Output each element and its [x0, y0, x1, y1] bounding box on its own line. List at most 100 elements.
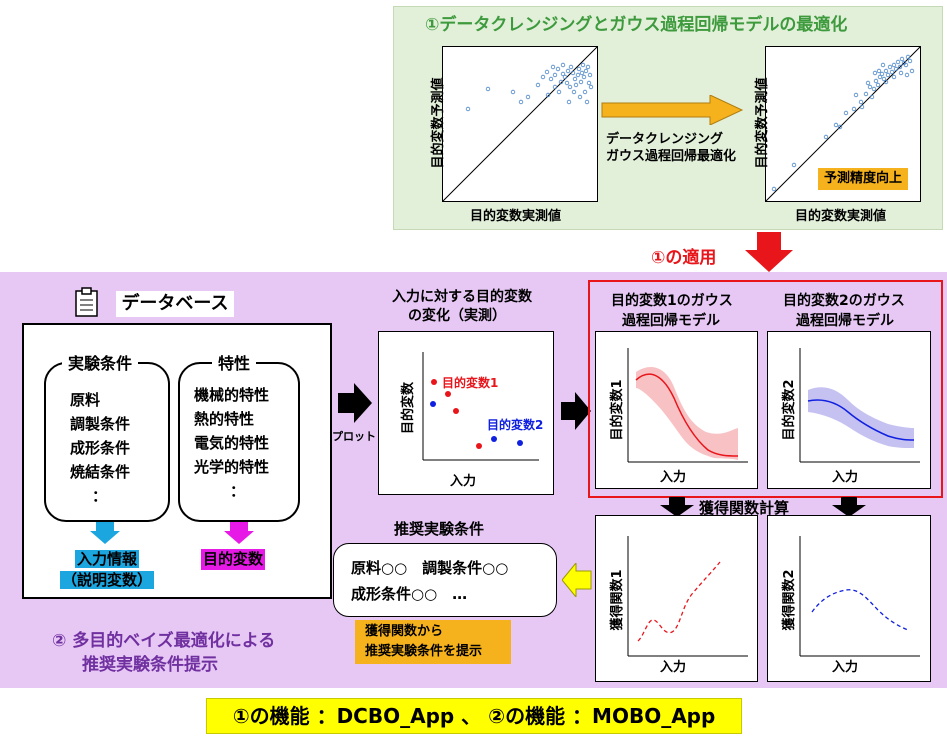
scatter-point [550, 64, 556, 70]
gp1-plot [595, 331, 758, 489]
scatter-point [560, 71, 566, 77]
scatter-point [873, 78, 879, 84]
output-down-arrow [224, 522, 254, 544]
recommend-note: 獲得関数から 推奨実験条件を提示 [355, 620, 511, 664]
scatter-point [898, 70, 904, 76]
before-xlabel: 目的変数実測値 [470, 209, 562, 224]
measured-xlabel: 入力 [450, 474, 477, 489]
footer-banner: ①の機能 ：DCBO_App 、 ②の機能 ：MOBO_App [206, 698, 742, 734]
scatter-point [535, 82, 541, 88]
before-ylabel: 目的変数予測値 [431, 77, 446, 169]
accuracy-badge: 予測精度向上 [818, 168, 908, 190]
plot-right-arrow [338, 383, 372, 423]
conditions-list [44, 362, 170, 522]
property-item: ： [230, 482, 246, 500]
scatter-point [465, 106, 471, 112]
gp2-svg [799, 348, 920, 463]
scatter-point [578, 79, 584, 85]
condition-item: 焼結条件 [70, 463, 131, 481]
gp1-svg [627, 348, 748, 463]
scatter-point [863, 91, 869, 97]
scatter-point [584, 99, 590, 105]
scatter-point [876, 68, 882, 74]
condition-item: 調製条件 [70, 415, 131, 433]
scatter-point [564, 80, 570, 86]
acq-calc-label: 獲得関数計算 [699, 499, 790, 517]
top-panel-title: ①データクレンジングとガウス過程回帰モデルの最適化 [425, 15, 848, 35]
property-item: 機械的特性 [194, 386, 270, 404]
scatter-point [579, 70, 585, 76]
scatter-point [555, 66, 561, 72]
scatter-point [583, 68, 589, 74]
acq-down-arrow-1 [660, 497, 694, 517]
gp1-xlabel: 入力 [660, 470, 687, 485]
acq1-xlabel: 入力 [660, 660, 687, 675]
mobo-caption-1: ② 多目的ベイズ最適化による [52, 631, 276, 651]
scatter-point [577, 94, 583, 100]
scatter-point [568, 64, 574, 70]
scatter-point [903, 62, 909, 68]
before-parity-svg [443, 47, 597, 201]
conditions-header: 実験条件 [62, 350, 139, 374]
scatter-point [875, 82, 881, 88]
scatter-point [907, 58, 913, 64]
scatter-point [905, 54, 911, 60]
scatter-point [843, 110, 849, 116]
acq2-plot [767, 515, 931, 682]
input-down-arrow [90, 522, 120, 544]
measured-plot [378, 331, 554, 495]
scatter-point [893, 66, 899, 72]
acq2-svg [799, 536, 920, 657]
scatter-point [851, 106, 857, 112]
scatter-point [865, 80, 871, 86]
clipboard-icon [75, 287, 98, 317]
scatter-point [891, 62, 897, 68]
scatter-point [552, 72, 558, 78]
gp2-title-1: 目的変数2のガウス [783, 293, 905, 309]
plot-arrow-label: プロット [332, 430, 376, 443]
recommend-line-2: 成形条件○○ … [351, 585, 468, 603]
scatter-point [585, 64, 591, 70]
measured-point [517, 440, 523, 446]
scatter-point [556, 89, 562, 95]
measured-point [491, 436, 497, 442]
scatter-point [545, 92, 551, 98]
measured-point [431, 379, 437, 385]
condition-item: ： [92, 487, 108, 505]
scatter-point [880, 62, 886, 68]
scatter-point [560, 62, 566, 68]
scatter-point [581, 74, 587, 80]
measured-point [476, 443, 482, 449]
scatter-point [887, 64, 893, 70]
output-label: 目的変数 [201, 549, 266, 570]
scatter-point [572, 76, 578, 82]
recommend-box [333, 543, 557, 617]
scatter-point [573, 82, 579, 88]
arrow-text-1: データクレンジング [606, 132, 724, 147]
condition-item: 原料 [70, 391, 101, 409]
scatter-point [518, 99, 524, 105]
scatter-point [576, 66, 582, 72]
gp1-title-2: 過程回帰モデル [622, 313, 720, 329]
scatter-point [586, 80, 592, 86]
acq2-xlabel: 入力 [832, 660, 859, 675]
measured-svg [422, 352, 539, 461]
before-parity-plot [442, 46, 598, 202]
properties-header: 特性 [212, 350, 257, 374]
arrow-text-2: ガウス過程回帰最適化 [606, 149, 737, 164]
cleansing-arrow [601, 95, 744, 125]
gp2-xlabel: 入力 [832, 470, 859, 485]
scatter-point [567, 84, 573, 90]
gp2-plot [767, 331, 931, 489]
scatter-point [869, 94, 875, 100]
mobo-caption-2: 推奨実験条件提示 [82, 655, 218, 675]
after-xlabel: 目的変数実測値 [795, 209, 887, 224]
recommend-line-1: 原料○○ 調製条件○○ [351, 559, 509, 577]
scatter-point [891, 74, 897, 80]
property-item: 電気的特性 [194, 434, 270, 452]
after-ylabel: 目的変数予測値 [755, 77, 770, 169]
condition-item: 成形条件 [70, 439, 131, 457]
scatter-point [510, 89, 516, 95]
recommend-note-1: 獲得関数から [365, 624, 444, 639]
recommend-left-arrow [562, 563, 592, 597]
